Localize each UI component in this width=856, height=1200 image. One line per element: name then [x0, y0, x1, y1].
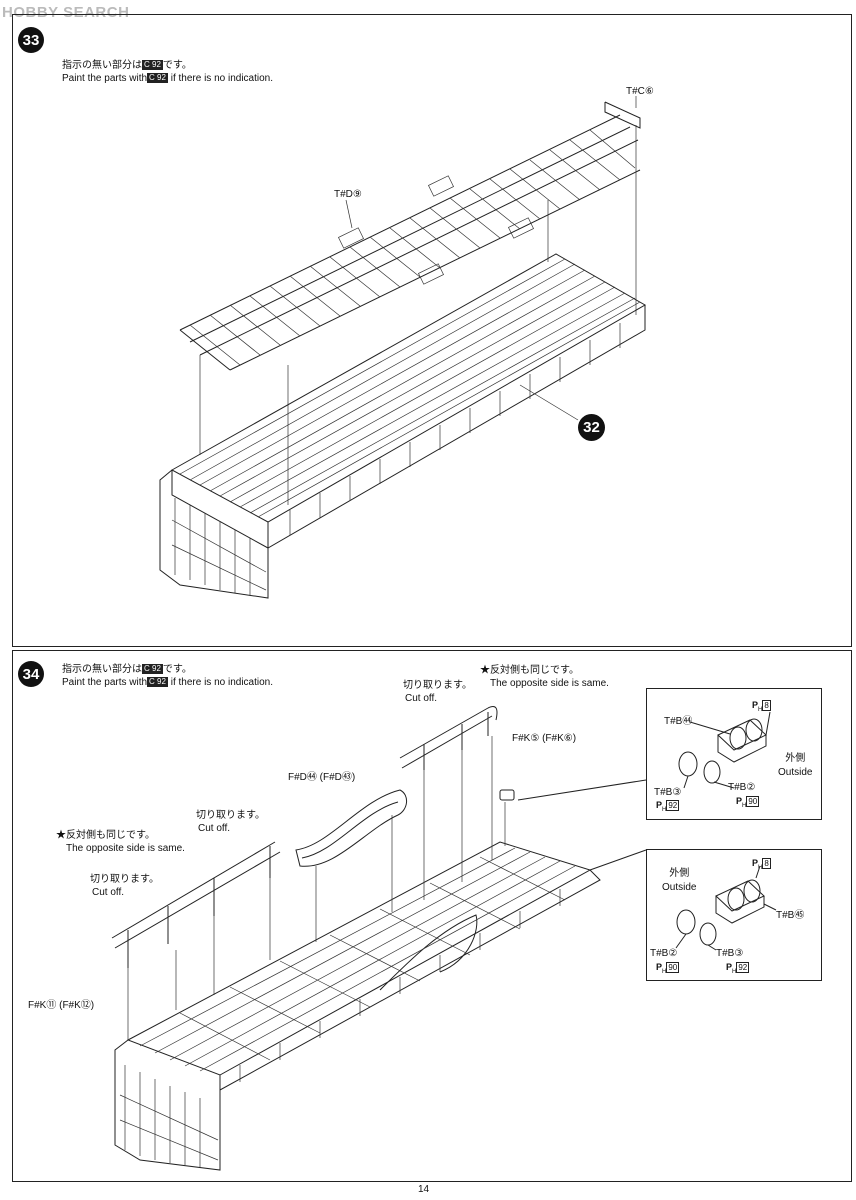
- note-en-tail: if there is no indication.: [167, 676, 274, 688]
- flatbed-body-33: [159, 253, 647, 599]
- callout-32: 32: [578, 414, 605, 441]
- cutoff-en-1: Cut off.: [405, 692, 438, 704]
- inset-top-label-tb54: T#B㊹: [664, 716, 693, 727]
- inset-bottom-lamp-parts: [675, 865, 777, 951]
- flatbed-deck-grid-34: [139, 847, 576, 1072]
- opposite-note-1: ★反対側も同じです。 The opposite side is same.: [480, 665, 609, 690]
- inset-top-lamp-parts: [678, 711, 771, 789]
- paint-code-chip-en: C 92: [147, 676, 168, 687]
- cutoff-note-2: 切り取ります。 Cut off.: [196, 810, 265, 835]
- inset-bottom-outside: 外側 Outside: [662, 867, 696, 895]
- step-33-number: 33: [18, 27, 44, 53]
- note-jp-tail: です。: [162, 664, 192, 675]
- drop-lines-34: [127, 736, 506, 1040]
- paint-code-chip: C 92: [142, 664, 163, 674]
- flatbed-side-posts-33: [289, 323, 621, 535]
- rail-small-plates-33: [338, 175, 534, 285]
- label-fk5-fk6: F#K⑤ (F#K⑥): [512, 733, 577, 744]
- cutoff-note-1: 切り取ります。 Cut off.: [403, 680, 472, 705]
- note-jp-tail: です。: [162, 60, 192, 71]
- label-fk11-fk12: F#K⑪ (F#K⑫): [28, 1000, 95, 1011]
- opposite-en-1: The opposite side is same.: [490, 677, 609, 689]
- drop-lines-33: [199, 125, 637, 505]
- rail-fk5: [399, 706, 498, 770]
- opposite-en-2: The opposite side is same.: [66, 842, 185, 854]
- cutoff-en-2: Cut off.: [198, 822, 231, 834]
- label-td9: T#D⑨: [334, 189, 362, 200]
- note-en: Paint the parts with: [62, 676, 148, 688]
- inset-top-label-tb3: T#B③: [654, 787, 682, 798]
- note-en-tail: if there is no indication.: [167, 72, 274, 84]
- note-jp: 指示の無い部分は: [62, 664, 142, 675]
- opposite-note-2: ★反対側も同じです。 The opposite side is same.: [56, 830, 185, 855]
- step-34-panel: [12, 650, 852, 1182]
- note-jp: 指示の無い部分は: [62, 60, 142, 71]
- label-fd44-fd43: F#D㊹ (F#D㊸): [288, 772, 356, 783]
- inset-connectors: [517, 779, 647, 871]
- step-34-number: 34: [18, 661, 44, 687]
- flatbed-rear-grid-33: [171, 498, 267, 596]
- inset-top-label-tb2: T#B②: [728, 782, 756, 793]
- inset-bottom-label-tb55: T#B㊺: [776, 910, 805, 921]
- inset-tail-lamp-top: [646, 688, 822, 820]
- opposite-jp-1: ★反対側も同じです。: [480, 665, 579, 676]
- flatbed-deck-lines-33: [179, 258, 641, 518]
- lamp-part-near-body: [499, 789, 515, 801]
- flatbed-rear-grid-34: [119, 1065, 219, 1167]
- inset-bottom-label-tb2: T#B②: [650, 948, 678, 959]
- note-en: Paint the parts with: [62, 72, 148, 84]
- watermark: HOBBY SEARCH: [2, 4, 130, 21]
- inset-bottom-label-tb3: T#B③: [716, 948, 744, 959]
- rail-crossbars-33: [189, 129, 636, 366]
- step-33-panel: [12, 14, 852, 647]
- callout-32-leader: [519, 384, 579, 421]
- cutoff-en-3: Cut off.: [92, 886, 125, 898]
- opposite-jp-2: ★反対側も同じです。: [56, 830, 155, 841]
- flatbed-body-34: [114, 841, 601, 1171]
- inset-top-outside: 外側 Outside: [778, 752, 812, 780]
- rail-fk11: [111, 841, 281, 968]
- label-tc6: T#C⑥: [626, 86, 654, 97]
- cutoff-note-3: 切り取ります。 Cut off.: [90, 874, 159, 899]
- cutoff-jp-1: 切り取ります。: [403, 680, 472, 691]
- paint-code-chip: C 92: [142, 60, 163, 70]
- outside-jp: 外側: [785, 753, 806, 764]
- page-number: 14: [418, 1184, 430, 1195]
- flatbed-side-posts-34: [239, 889, 561, 1082]
- rail-frame-33: [179, 101, 641, 371]
- fender-fd44: [295, 789, 407, 867]
- paint-code-chip-en: C 92: [147, 72, 168, 83]
- cutoff-jp-2: 切り取ります。: [196, 810, 265, 821]
- outside-en: Outside: [662, 882, 697, 893]
- inset-tail-lamp-bottom: [646, 849, 822, 981]
- outside-en: Outside: [778, 767, 813, 778]
- cutoff-jp-3: 切り取ります。: [90, 874, 159, 885]
- leader-td: [345, 199, 353, 229]
- outside-jp: 外側: [669, 868, 690, 879]
